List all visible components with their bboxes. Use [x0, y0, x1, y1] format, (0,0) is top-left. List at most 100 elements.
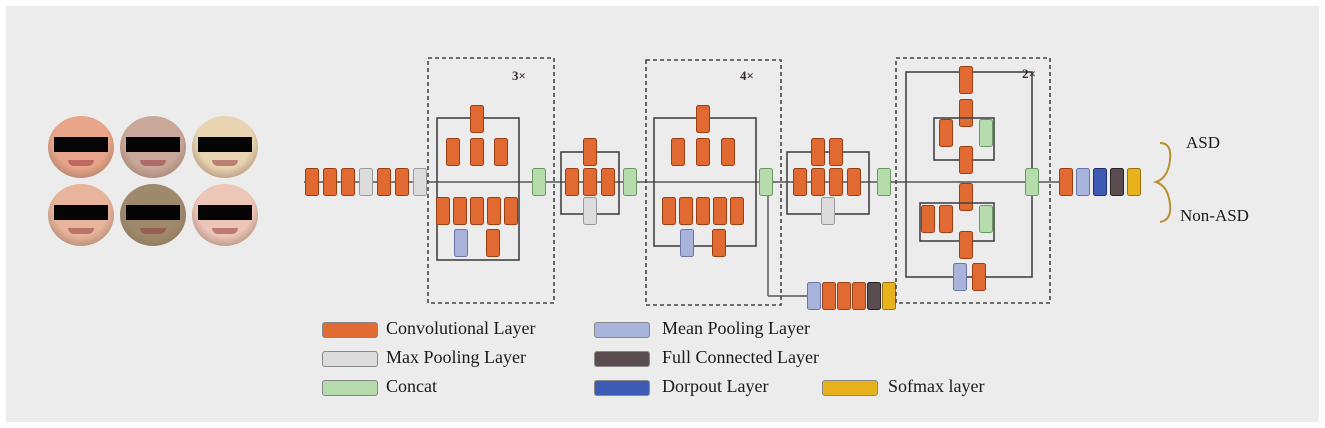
- layer-conv: [959, 183, 973, 211]
- layer-fc: [1110, 168, 1124, 196]
- legend-swatch-fc: [594, 351, 650, 367]
- privacy-bar: [198, 205, 252, 220]
- legend-swatch-conv: [322, 322, 378, 338]
- legend-label-mean: Mean Pooling Layer: [662, 318, 810, 338]
- privacy-bar: [126, 137, 180, 152]
- layer-conv: [395, 168, 409, 196]
- layer-mean: [454, 229, 468, 257]
- layer-conv: [712, 229, 726, 257]
- legend-swatch-softmax: [822, 380, 878, 396]
- privacy-bar: [54, 205, 108, 220]
- layer-conv: [504, 197, 518, 225]
- layer-conv: [583, 138, 597, 166]
- layer-concat: [623, 168, 637, 196]
- repeat-block-border: [427, 57, 555, 304]
- face-mouth: [140, 160, 166, 166]
- layer-conv: [847, 168, 861, 196]
- layer-conv: [494, 138, 508, 166]
- face-photo-4: [48, 184, 114, 246]
- legend-label-fc: Full Connected Layer: [662, 347, 819, 367]
- layer-mean: [1076, 168, 1090, 196]
- layer-concat: [979, 205, 993, 233]
- layer-conv: [341, 168, 355, 196]
- legend-swatch-concat: [322, 380, 378, 396]
- layer-conv: [305, 168, 319, 196]
- layer-softmax: [882, 282, 896, 310]
- legend-swatch-mean: [594, 322, 650, 338]
- face-mouth: [212, 160, 238, 166]
- layer-concat: [1025, 168, 1039, 196]
- legend-label-softmax: Sofmax layer: [888, 376, 985, 396]
- layer-conv: [1059, 168, 1073, 196]
- layer-max: [413, 168, 427, 196]
- layer-max: [359, 168, 373, 196]
- layer-conv: [323, 168, 337, 196]
- face-photo-2: [120, 116, 186, 178]
- layer-concat: [532, 168, 546, 196]
- layer-conv: [662, 197, 676, 225]
- layer-mean: [807, 282, 821, 310]
- layer-conv: [671, 138, 685, 166]
- face-image-grid: [48, 116, 260, 248]
- layer-conv: [959, 146, 973, 174]
- layer-dropout: [1093, 168, 1107, 196]
- layer-conv: [679, 197, 693, 225]
- layer-conv: [793, 168, 807, 196]
- face-mouth: [212, 228, 238, 234]
- output-label-asd: ASD: [1186, 133, 1221, 152]
- layer-mean: [953, 263, 967, 291]
- output-label-non-asd: Non-ASD: [1180, 206, 1249, 225]
- layer-conv: [959, 231, 973, 259]
- layer-conv: [811, 168, 825, 196]
- layer-conv: [696, 105, 710, 133]
- layer-conv: [486, 229, 500, 257]
- block-c-repeat-label: 2×: [1022, 66, 1036, 81]
- layer-conv: [696, 197, 710, 225]
- repeat-block-border: [645, 59, 782, 306]
- layer-fc: [867, 282, 881, 310]
- layer-mean: [680, 229, 694, 257]
- layer-conv: [446, 138, 460, 166]
- layer-conv: [487, 197, 501, 225]
- layer-conv: [377, 168, 391, 196]
- legend-label-dropout: Dorpout Layer: [662, 376, 769, 396]
- layer-conv: [829, 168, 843, 196]
- output-brace: [1152, 142, 1172, 223]
- layer-conv: [852, 282, 866, 310]
- branch-frame: [919, 202, 995, 242]
- face-photo-6: [192, 184, 258, 246]
- layer-conv: [959, 99, 973, 127]
- layer-conv: [829, 138, 843, 166]
- layer-softmax: [1127, 168, 1141, 196]
- legend-label-concat: Concat: [386, 376, 437, 396]
- layer-conv: [959, 66, 973, 94]
- face-mouth: [68, 160, 94, 166]
- layer-max: [583, 197, 597, 225]
- legend-swatch-dropout: [594, 380, 650, 396]
- layer-conv: [972, 263, 986, 291]
- layer-conv: [811, 138, 825, 166]
- layer-conv: [939, 205, 953, 233]
- legend-label-conv: Convolutional Layer: [386, 318, 536, 338]
- privacy-bar: [198, 137, 252, 152]
- layer-concat: [759, 168, 773, 196]
- legend: Convolutional Layer Mean Pooling Layer M…: [320, 316, 1020, 406]
- layer-conv: [436, 197, 450, 225]
- layer-conv: [721, 138, 735, 166]
- layer-conv: [939, 119, 953, 147]
- privacy-bar: [126, 205, 180, 220]
- block-b-repeat-label: 4×: [740, 68, 754, 83]
- legend-swatch-max: [322, 351, 378, 367]
- layer-concat: [979, 119, 993, 147]
- repeat-block-border: [895, 57, 1051, 304]
- layer-conv: [470, 197, 484, 225]
- face-photo-3: [192, 116, 258, 178]
- layer-conv: [837, 282, 851, 310]
- layer-conv: [713, 197, 727, 225]
- layer-conv: [822, 282, 836, 310]
- layer-conv: [583, 168, 597, 196]
- legend-label-max: Max Pooling Layer: [386, 347, 526, 367]
- layer-conv: [730, 197, 744, 225]
